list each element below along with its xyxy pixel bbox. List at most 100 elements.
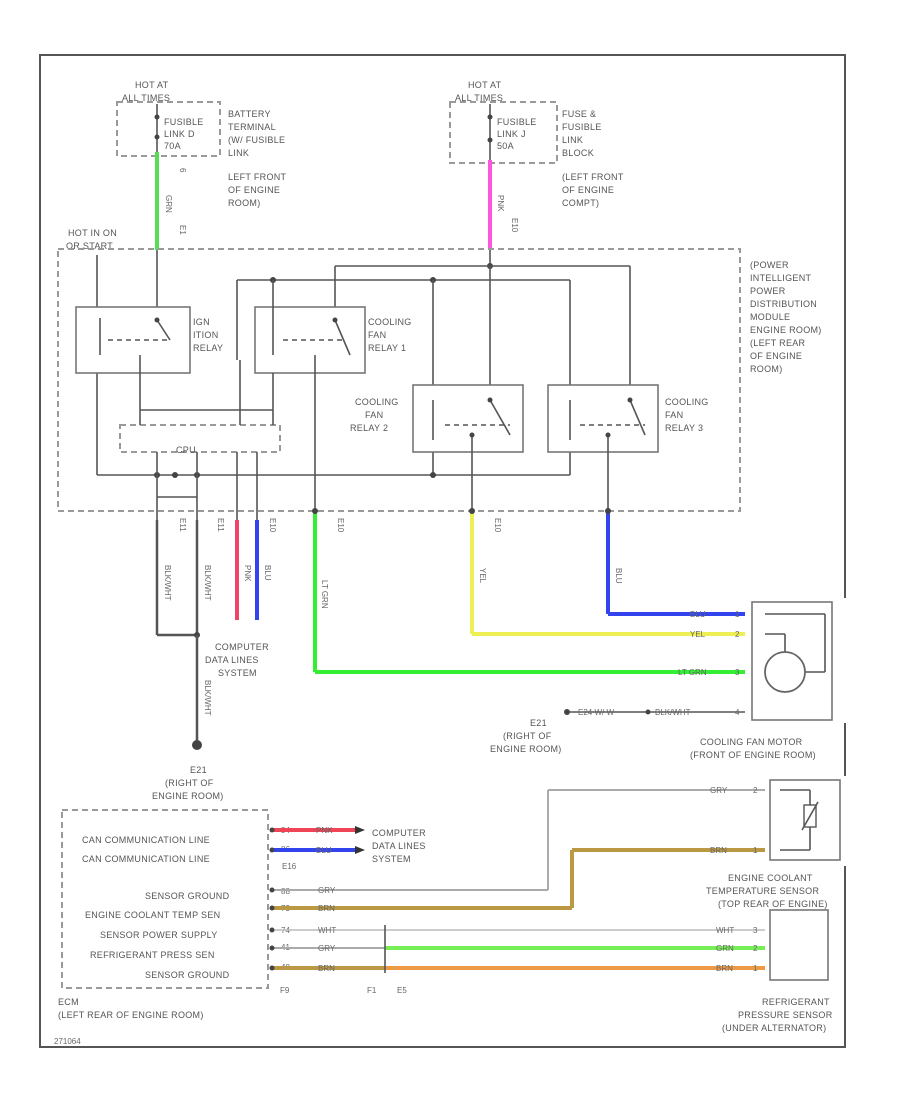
ect-sensor-label: TEMPERATURE SENSOR [706, 886, 819, 896]
wire-label-blk-wht: BLK/WHT [163, 565, 172, 601]
refrig-pin-color: BRN [716, 964, 733, 973]
fan-relay-2-label: RELAY 2 [350, 423, 388, 433]
ecm-line-label: CAN COMMUNICATION LINE [82, 835, 210, 845]
fan-pin-num: 4 [735, 708, 740, 717]
ect-pin-color: BRN [710, 846, 727, 855]
fuse-right-desc: (LEFT FRONT [562, 172, 624, 182]
ecm-wire-color: BLU [316, 846, 332, 855]
computer-data-lines-label-2: COMPUTER [372, 828, 426, 838]
ecm-wire-color: BRN [318, 964, 335, 973]
ecm-conn-e16: E16 [282, 862, 297, 871]
pin-6: 6 [178, 168, 187, 173]
fan-pin-num: 3 [735, 668, 740, 677]
fan-relay-2-label: COOLING [355, 397, 399, 407]
refrig-pin-color: WHT [716, 926, 734, 935]
pin-e10-c: E10 [493, 518, 502, 533]
fan-motor-label: COOLING FAN MOTOR [700, 737, 803, 747]
fuse-right-desc: OF ENGINE [562, 185, 614, 195]
pin-e10-b: E10 [336, 518, 345, 533]
computer-data-lines-label-2: DATA LINES [372, 841, 426, 851]
ecm-label: ECM [58, 997, 79, 1007]
fan-pin-color: YEL [690, 630, 706, 639]
ipdm-desc: ENGINE ROOM) [750, 325, 822, 335]
hot-at-label-right: HOT AT [468, 80, 502, 90]
pin-e10: E10 [510, 218, 519, 233]
computer-data-lines-label: DATA LINES [205, 655, 259, 665]
fan-pin-color: BLU [690, 610, 706, 619]
ect-sensor-label: ENGINE COOLANT [728, 873, 813, 883]
refrig-pin-color: GRN [716, 944, 734, 953]
ecm-line-label: ENGINE COOLANT TEMP SEN [85, 910, 220, 920]
ect-sensor-label: (TOP REAR OF ENGINE) [718, 899, 828, 909]
wire-label-pnk: PNK [496, 195, 505, 212]
computer-data-lines-label-2: SYSTEM [372, 854, 411, 864]
refrig-pin-num: 2 [753, 944, 758, 953]
ipdm-desc: INTELLIGENT [750, 273, 812, 283]
fusible-link-d-rating: 70A [164, 141, 181, 151]
refrig-sensor-label: PRESSURE SENSOR [738, 1010, 833, 1020]
ground-e21-label: E21 [190, 765, 207, 775]
refrig-sensor-label: (UNDER ALTERNATOR) [722, 1023, 826, 1033]
ecm-line-label: SENSOR GROUND [145, 891, 230, 901]
fuse-right-desc: BLOCK [562, 148, 594, 158]
ecm-line-label: SENSOR POWER SUPPLY [100, 930, 218, 940]
fan-pin-color: BLK/WHT [655, 708, 691, 717]
fan-ground-chain: E24 W/ W [578, 708, 614, 717]
ecm-label: (LEFT REAR OF ENGINE ROOM) [58, 1010, 204, 1020]
fan-relay-2-label: FAN [365, 410, 383, 420]
refrigerant-pressure-sensor: WHT 3 GRN 2 BRN 1 REFRIGERANT PRESSURE S… [716, 909, 833, 1033]
ecm-wire-color: BRN [318, 904, 335, 913]
refrig-pin-num: 1 [753, 964, 758, 973]
pin-e11-a: E11 [178, 518, 187, 532]
ecm-line-label: SENSOR GROUND [145, 970, 230, 980]
ground-e21-label: ENGINE ROOM) [152, 791, 224, 801]
wire-label-blk-wht: BLK/WHT [203, 565, 212, 601]
hot-in-on-label: HOT IN ON [68, 228, 117, 238]
wire-label-lt-grn: LT GRN [320, 580, 329, 609]
fusible-link-d-id: LINK D [164, 129, 195, 139]
fan-relay-1-label: COOLING [368, 317, 412, 327]
fuse-right-desc: FUSIBLE [562, 122, 602, 132]
fuse-left-desc: TERMINAL [228, 122, 276, 132]
wire-label-blu: BLU [263, 565, 272, 581]
ect-pin-num: 2 [753, 786, 758, 795]
wire-label-yel: YEL [478, 568, 487, 584]
pin-e1: E1 [178, 225, 187, 235]
fuse-left-desc: LEFT FRONT [228, 172, 287, 182]
fuse-right-desc: FUSE & [562, 109, 596, 119]
hot-at-label-right-2: ALL TIMES [455, 93, 503, 103]
ecm-conn-e5: E5 [397, 986, 407, 995]
computer-data-lines-label: COMPUTER [215, 642, 269, 652]
fuse-right-desc: COMPT) [562, 198, 599, 208]
hot-in-on-label-2: OR START [66, 241, 113, 251]
refrig-pin-num: 3 [753, 926, 758, 935]
wire-label-grn: GRN [164, 195, 173, 213]
cooling-fan-motor: BLU 1 YEL 2 LT GRN 3 E24 W/ W BLK/WHT 4 … [490, 598, 847, 760]
ignition-relay-label: RELAY [193, 343, 223, 353]
fuse-right-desc: LINK [562, 135, 583, 145]
ecm-wire-color: GRY [318, 886, 336, 895]
refrig-sensor-label: REFRIGERANT [762, 997, 830, 1007]
ect-pin-color: GRY [710, 786, 728, 795]
fan-relay-3-label: RELAY 3 [665, 423, 703, 433]
wire-label-blu-fan: BLU [614, 568, 623, 584]
hot-at-label-left-2: ALL TIMES [122, 93, 170, 103]
wire-harness-lower: E11 E11 E10 BLK/WHT BLK/WHT PNK BLU BLK/… [152, 508, 745, 801]
fan-pin-color: LT GRN [678, 668, 707, 677]
ecm-module: CAN COMMUNICATION LINE CAN COMMUNICATION… [58, 789, 765, 1020]
ipdm-desc: (POWER [750, 260, 789, 270]
fusible-link-d-label: FUSIBLE [164, 117, 204, 127]
computer-data-lines-label: SYSTEM [218, 668, 257, 678]
fan-relay-1-label: RELAY 1 [368, 343, 406, 353]
ect-sensor: GRY 2 BRN 1 ENGINE COOLANT TEMPERATURE S… [706, 776, 849, 909]
ecm-wire-color: GRY [318, 944, 336, 953]
cpu-label: CPU [176, 445, 196, 455]
fusible-link-j-rating: 50A [497, 141, 514, 151]
ecm-conn-f9: F9 [280, 986, 290, 995]
fuse-block-left: HOT AT ALL TIMES FUSIBLE LINK D 70A BATT… [116, 80, 287, 250]
ipdm-desc: DISTRIBUTION [750, 299, 817, 309]
ipdm-desc: OF ENGINE [750, 351, 802, 361]
ground-e21-label: (RIGHT OF [165, 778, 214, 788]
ecm-line-label: CAN COMMUNICATION LINE [82, 854, 210, 864]
